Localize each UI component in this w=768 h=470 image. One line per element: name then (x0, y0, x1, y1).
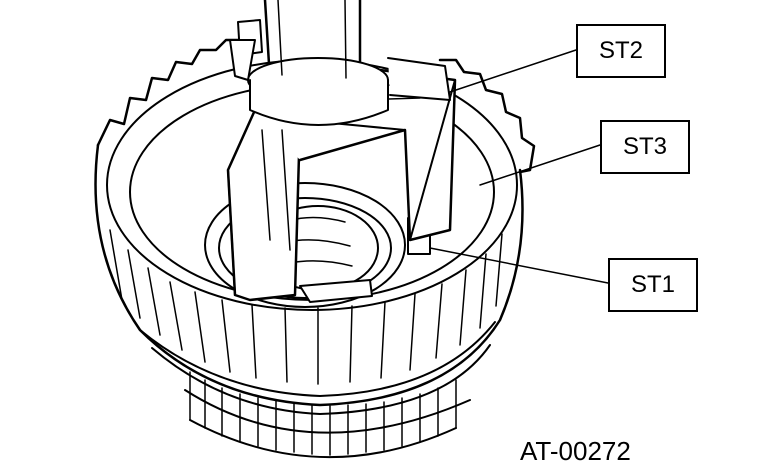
callout-st3-label: ST3 (622, 133, 667, 160)
callout-st2: ST2 (576, 24, 666, 78)
callout-st1: ST1 (608, 258, 698, 312)
callout-st1-label: ST1 (630, 271, 675, 298)
leader-st3 (479, 144, 601, 186)
drum-lower-hub (184, 371, 471, 459)
leader-st1 (429, 247, 609, 284)
leader-lines (429, 49, 609, 284)
leader-st2 (449, 49, 577, 93)
figure-id: AT-00272 (520, 436, 631, 466)
callout-st3: ST3 (600, 120, 690, 174)
drum-outer-shell (94, 143, 524, 415)
callout-st2-label: ST2 (598, 37, 643, 64)
installer-handle-st2 (229, 0, 451, 126)
